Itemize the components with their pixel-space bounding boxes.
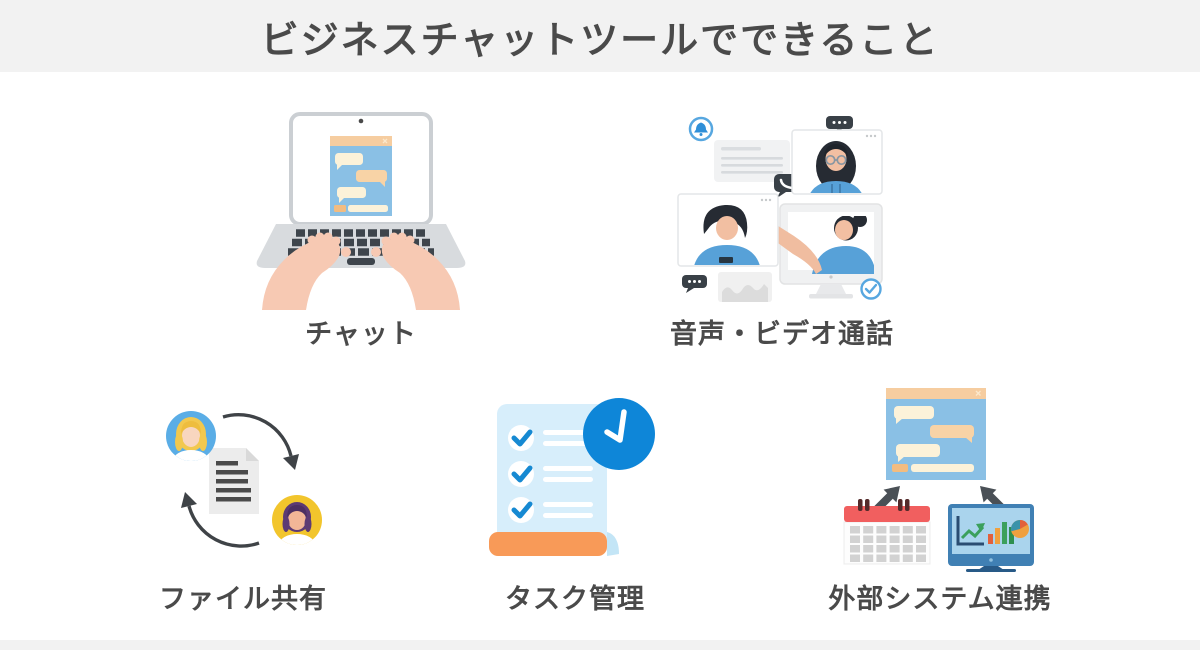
header-band: ビジネスチャットツールでできること [0,0,1200,72]
external-system-integration-illustration [843,388,1034,572]
feature-chat: チャット [250,112,472,351]
typing-hands-icon [262,232,460,310]
avatar-yellow-icon [272,495,322,545]
cycle-arrows-icon [181,413,299,548]
chat-window-icon [886,388,986,480]
feature-file-sharing: ファイル共有 [133,390,353,616]
feature-label: 外部システム連携 [828,584,1052,614]
file-sharing-illustration [166,411,322,548]
chart-card-icon [718,272,772,302]
document-icon [209,448,259,514]
calendar-icon [843,499,931,565]
clock-icon [583,398,655,470]
analytics-monitor-icon [948,504,1034,572]
feature-label: チャット [305,319,417,349]
footer-band [0,640,1200,650]
chat-illustration [256,112,466,310]
ellipsis-bubble-icon [682,275,707,293]
check-circle-icon [860,278,882,300]
voice-video-call-illustration [677,116,883,302]
feature-label: ファイル共有 [159,584,327,614]
feature-voice-video-call: 音声・ビデオ通話 [664,112,900,351]
monitor-woman-icon [763,203,883,299]
feature-external-system-integration: 外部システム連携 [828,388,1052,616]
task-management-illustration [489,398,655,556]
video-window-man-icon [677,193,779,267]
feature-task-management: タスク管理 [465,390,685,616]
chat-window-icon [330,136,392,216]
video-window-woman-icon [791,129,883,195]
page-title: ビジネスチャットツールでできること [260,19,940,62]
notification-card-icon [714,140,790,182]
checklist-scroll-icon [489,404,619,556]
laptop-icon [256,112,466,268]
avatar-blue-icon [166,411,216,461]
feature-label: 音声・ビデオ通話 [670,319,894,349]
bell-icon [688,116,714,142]
feature-label: タスク管理 [505,584,645,614]
